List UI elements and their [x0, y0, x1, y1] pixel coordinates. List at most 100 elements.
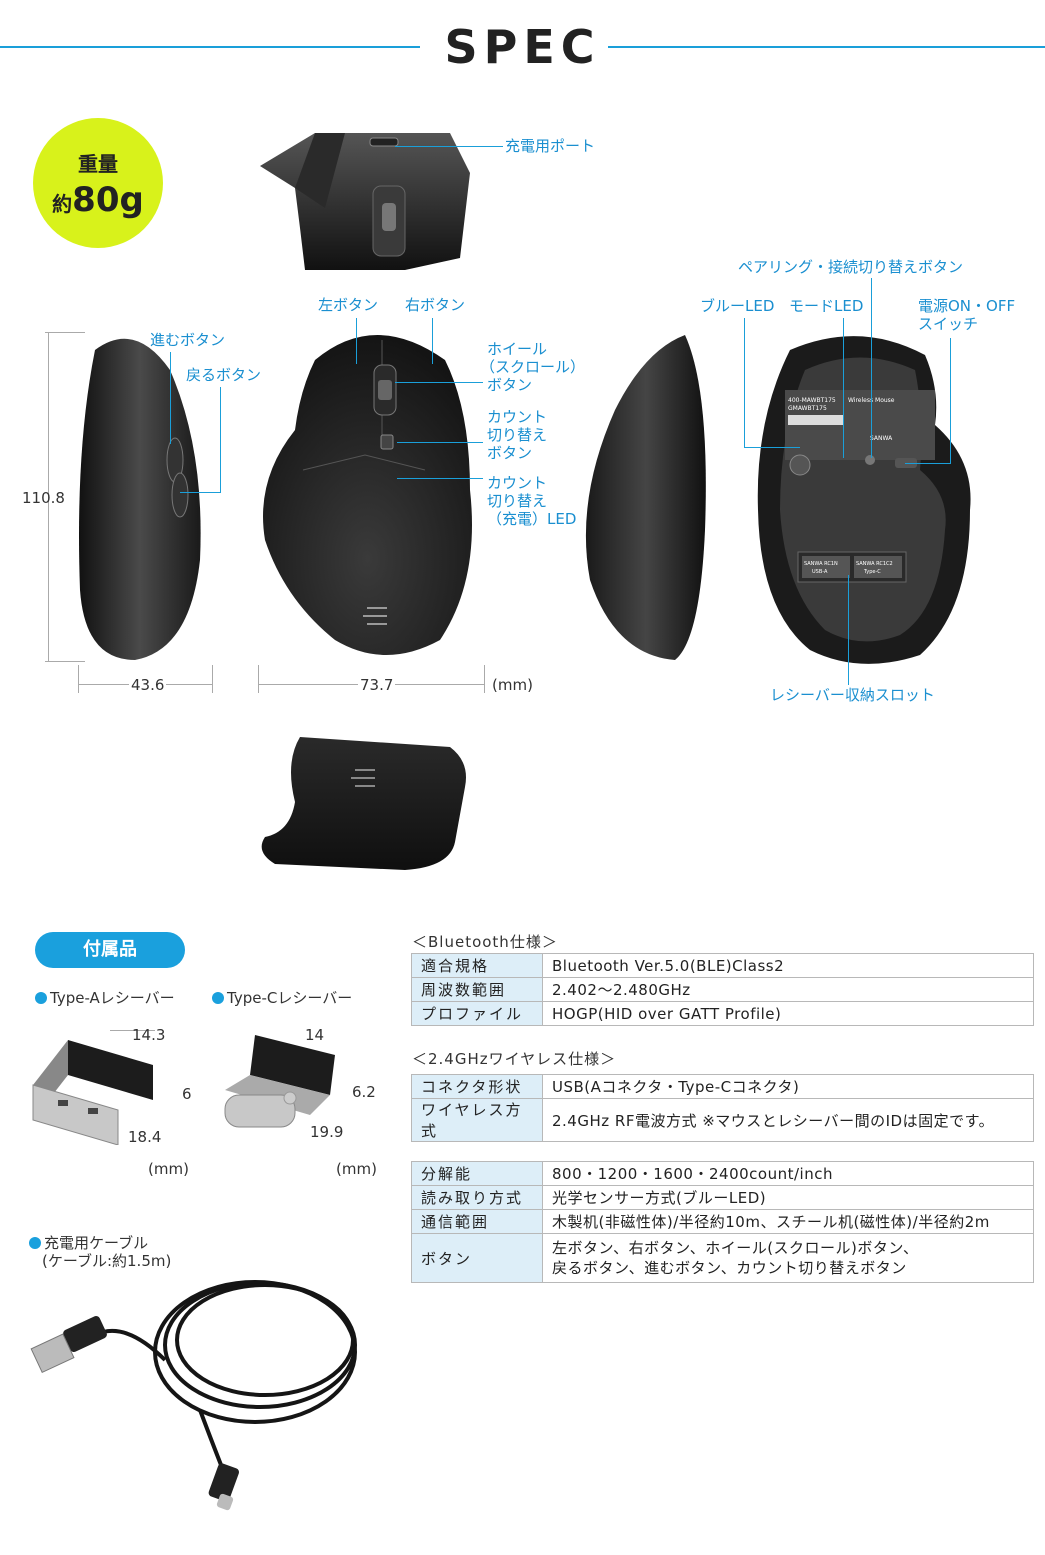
spec-key: 通信範囲	[411, 1209, 543, 1234]
leader-back-button-v	[220, 387, 221, 492]
weight-label: 重量	[78, 152, 118, 176]
cable-label: 充電用ケーブル	[29, 1232, 148, 1253]
header-rule-right	[608, 46, 1045, 48]
dim-line-depth-l	[78, 665, 79, 693]
label-blue-led: ブルーLED	[700, 297, 775, 315]
weight-badge: 重量 約80g	[33, 118, 163, 248]
leader-count-led	[397, 478, 483, 479]
label-mode-led: モードLED	[789, 297, 864, 315]
header-rule-left	[0, 46, 420, 48]
label-forward-button: 進むボタン	[150, 331, 226, 349]
label-wheel-3: ボタン	[487, 376, 533, 394]
spec-key: 分解能	[411, 1161, 543, 1186]
leader-blue-led-h	[744, 447, 800, 448]
label-pairing-button: ペアリング・接続切り替えボタン	[738, 258, 964, 276]
label-count-led-2: 切り替え	[487, 492, 548, 510]
spec-value: 光学センサー方式(ブルーLED)	[542, 1185, 1034, 1210]
mouse-front-view-photo	[261, 737, 466, 870]
dim-unit: (mm)	[492, 676, 533, 694]
bullet-dot	[212, 992, 224, 1004]
spec-key: プロファイル	[411, 1001, 543, 1026]
type-c-unit: (mm)	[336, 1160, 377, 1178]
dim-line-width-l	[258, 665, 259, 693]
device-model-1: 400-MAWBT175	[788, 397, 836, 404]
dim-width: 73.7	[358, 676, 396, 694]
spec-value: 木製机(非磁性体)/半径約10m、スチール机(磁性体)/半径約2m	[542, 1209, 1034, 1234]
dim-line-depth-r	[212, 665, 213, 693]
label-right-button: 右ボタン	[405, 296, 466, 314]
label-count-switch-3: ボタン	[487, 444, 533, 462]
spec-value-multiline: 左ボタン、右ボタン、ホイール(スクロール)ボタン、戻るボタン、進むボタン、カウン…	[542, 1233, 1034, 1283]
leader-receiver-slot	[848, 575, 849, 685]
table-row: ボタン左ボタン、右ボタン、ホイール(スクロール)ボタン、戻るボタン、進むボタン、…	[411, 1233, 1034, 1283]
type-a-dim-height: 6	[182, 1085, 192, 1103]
dim-line-height-top	[45, 332, 85, 333]
leader-power-switch-h	[905, 463, 951, 464]
spec-value: 2.402〜2.480GHz	[542, 977, 1034, 1002]
dim-depth: 43.6	[129, 676, 167, 694]
device-rc2: SANWA RC1C2	[856, 561, 893, 567]
mouse-top-view-photo	[263, 335, 472, 655]
label-charge-port: 充電用ポート	[505, 137, 596, 155]
spec-key: コネクタ形状	[411, 1074, 543, 1099]
accessories-badge: 付属品	[35, 932, 185, 968]
spec-value-line-2: 戻るボタン、進むボタン、カウント切り替えボタン	[552, 1259, 907, 1277]
bullet-dot	[29, 1237, 41, 1249]
label-power-switch-1: 電源ON・OFF	[918, 297, 1016, 315]
spec-key: 読み取り方式	[411, 1185, 543, 1210]
leader-charge-port	[395, 146, 503, 147]
page-title: SPEC	[444, 20, 601, 74]
spec-value: 800・1200・1600・2400count/inch	[542, 1161, 1034, 1186]
spec-value-line-1: 左ボタン、右ボタン、ホイール(スクロール)ボタン、	[552, 1239, 919, 1257]
spec-value: 2.4GHz RF電波方式 ※マウスとレシーバー間のIDは固定です。	[542, 1098, 1034, 1142]
table-row: 読み取り方式光学センサー方式(ブルーLED)	[411, 1185, 1034, 1210]
mouse-rear-view-photo	[260, 133, 470, 270]
leader-mode-led	[843, 318, 844, 458]
spec-key: 周波数範囲	[411, 977, 543, 1002]
cable-label-text: 充電用ケーブル	[44, 1234, 149, 1252]
label-left-button: 左ボタン	[318, 296, 379, 314]
type-a-dim-width: 18.4	[128, 1128, 162, 1146]
type-c-dim-length: 14	[305, 1026, 325, 1044]
leader-blue-led-v	[744, 318, 745, 448]
dim-height: 110.8	[22, 489, 65, 507]
leader-power-switch-v	[950, 338, 951, 463]
type-a-receiver-photo	[32, 1040, 153, 1145]
bullet-dot	[35, 992, 47, 1004]
bt-spec-title: ＜Bluetooth仕様＞	[412, 933, 558, 951]
spec-value: HOGP(HID over GATT Profile)	[542, 1001, 1034, 1026]
type-a-dim-length: 14.3	[132, 1026, 166, 1044]
type-c-dim-height: 6.2	[352, 1083, 376, 1101]
dim-line-a-top	[110, 1030, 155, 1031]
label-back-button: 戻るボタン	[186, 366, 262, 384]
weight-value: 80g	[72, 180, 144, 220]
type-c-receiver-photo	[224, 1035, 335, 1128]
dim-line-height-bottom	[45, 661, 85, 662]
label-count-switch-1: カウント	[487, 408, 548, 426]
type-a-receiver-label: Type-Aレシーバー	[35, 987, 175, 1008]
type-a-receiver-text: Type-Aレシーバー	[50, 989, 175, 1007]
spec-value: USB(Aコネクタ・Type-Cコネクタ)	[542, 1074, 1034, 1099]
device-brand: SANWA	[870, 435, 893, 442]
weight-prefix: 約	[52, 192, 73, 216]
label-power-switch-2: スイッチ	[918, 315, 979, 333]
leader-right-button	[432, 318, 433, 364]
label-receiver-slot: レシーバー収納スロット	[770, 686, 935, 704]
label-wheel-2: （スクロール）	[480, 358, 586, 376]
mouse-bottom-view-photo: 400-MAWBT175 GMAWBT175 Wireless Mouse SA…	[757, 336, 971, 664]
label-wheel-1: ホイール	[487, 340, 548, 358]
leader-left-button	[356, 318, 357, 364]
label-count-led-1: カウント	[487, 474, 548, 492]
leader-forward-button	[170, 352, 171, 444]
cable-sub-label: (ケーブル:約1.5m)	[42, 1252, 172, 1270]
device-model-2: GMAWBT175	[788, 405, 827, 412]
weight-value-line: 約80g	[33, 180, 163, 220]
spec-key: 適合規格	[411, 953, 543, 978]
